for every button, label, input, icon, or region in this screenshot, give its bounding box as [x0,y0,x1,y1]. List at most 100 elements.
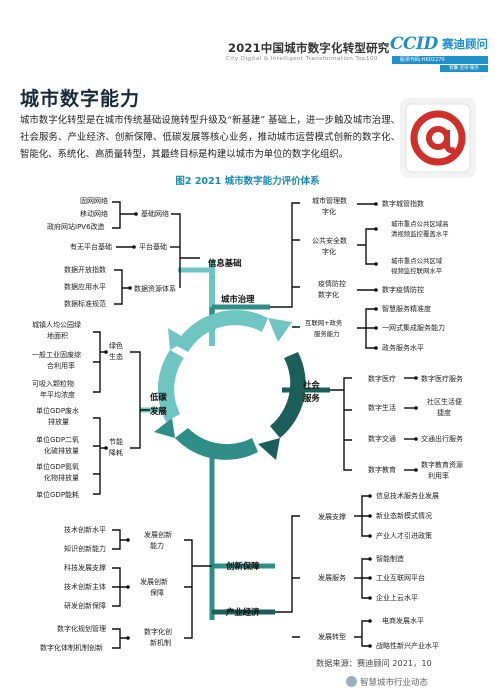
wheel-arc-top [175,310,268,352]
innovation-dot [126,636,130,640]
governance-item: 城市重点公共区域高 [391,219,449,228]
governance-branch: 城市管理数 字化 数字城管指数 公共安全数 字化 城市重点公共区域高 清视频监控… [270,196,449,352]
governance-group-name: 数字化 [318,290,339,299]
data-source: 数据来源：赛迪顾问 2021，10 [316,658,432,668]
governance-bracket-outer [270,202,300,328]
innovation-group-name: 发展创新 [144,530,172,539]
wheel-arrow-left [168,328,188,350]
social-group-name: 数字交通 [368,434,396,443]
social-item: 数字医疗服务 [421,374,463,383]
social-group-name: 数字医疗 [368,374,396,383]
innovation-item: 科技发展支撑 [64,563,106,572]
category-social-line1: 社会 [302,380,320,390]
report-title: 2021中国城市数字化转型研究 [228,41,390,55]
economy-item: 产业人才引进政策 [376,531,432,540]
governance-dot [374,262,378,266]
social-item: 数字教育资源 [421,460,463,469]
innovation-group-name: 能力 [150,541,164,550]
governance-dot [374,202,378,206]
lowcarbon-item: 城镇人均公园绿 [32,320,81,329]
innovation-bracket [112,567,128,607]
governance-item: 视频监控联网水平 [391,266,443,275]
lowcarbon-group-name: 生态 [109,352,123,361]
lowcarbon-item: 一般工业固废综 [32,350,81,359]
innovation-group-name: 数字化创 [144,627,172,636]
economy-group-name: 发展支撑 [318,512,346,521]
infra-dot [132,245,136,249]
social-dot [414,468,418,472]
infra-bracket [112,201,136,229]
lowcarbon-dot [104,350,108,354]
category-infra: 信息基础 [208,258,242,268]
lowcarbon-item: 化硫排放量 [44,446,79,455]
wheel-arc-left [157,350,184,422]
report-subtitle: City Digital & Intelligent Transformatio… [226,56,378,62]
category-lowcarbon-line1: 低碳 [149,392,167,402]
governance-bracket [357,228,376,265]
infra-item: 移动网络 [80,209,108,218]
governance-dot [374,326,378,330]
economy-dot [368,494,372,498]
economy-item: 战略性新兴产业水平 [376,641,439,650]
innovation-group-name: 保障 [150,588,164,597]
governance-item: 城市重点公共区域 [391,256,443,265]
economy-group-name: 发展服务 [318,573,346,582]
economy-dot [368,557,372,561]
governance-group-name: 城市管理数 [312,196,347,205]
social-group-name: 数字教育 [368,465,396,474]
infra-dot [134,212,138,216]
governance-group-name: 服务能力 [314,329,340,338]
infra-bracket-outer [171,213,200,259]
infra-item: 有无平台基础 [70,242,112,251]
lowcarbon-item: 可吸入颗粒物 [32,379,74,388]
social-item: 利用率 [428,471,449,480]
governance-item: 数字疫情防控 [382,285,424,294]
governance-bracket [357,308,376,349]
logo-slogan: 智囊·咨询·服务 [440,65,488,72]
economy-item: 新业态新模式情况 [376,511,432,520]
infra-item: 固网网络 [80,196,108,205]
governance-dot [374,307,378,311]
governance-group-name: 疫情防控 [318,279,346,288]
economy-group-name: 发展转型 [318,632,346,641]
governance-item: 数字城管指数 [382,199,424,208]
innovation-item: 研发创新保障 [64,601,106,610]
logo-stock-code: 股票代码:HK02270 [392,56,488,64]
lowcarbon-bracket [93,331,106,393]
economy-item: 电商发展水平 [382,616,424,625]
lowcarbon-item: 合利用率 [47,361,75,370]
governance-item: 政务服务水平 [382,343,424,352]
wheel-arrow-right [258,438,280,460]
logo-ccid-text: CCID [390,34,438,54]
innovation-bracket [112,628,128,649]
governance-item: 智慧服务精准度 [382,304,431,313]
economy-dot [368,534,372,538]
wheel-arrow-top [268,318,292,342]
infra-branch: 固网网络 移动网络 政府网站IPV6改造 基础网络 有无平台基础 平台基础 数据… [47,196,200,308]
governance-group-name: 字化 [322,247,336,256]
category-innovation: 创新保障 [225,561,260,571]
governance-dot [374,288,378,292]
infra-item: 数据开放指数 [64,265,106,274]
lowcarbon-item: 单位GDP氮氧 [36,462,79,471]
wheel-arc-bottom [175,428,258,460]
innovation-group-name: 发展创新 [140,577,168,586]
section-title: 城市数字能力 [20,88,141,110]
logo-name: 赛迪顾问 [442,37,488,51]
social-dot [414,437,418,441]
innovation-item: 技术创新主体 [64,582,106,591]
infra-bracket [114,269,130,305]
watermark: 智慧城市行业动态 [360,678,429,688]
economy-item: 工业互联网平台 [376,573,425,582]
governance-group-name: 公共安全数 [312,236,347,245]
infra-group-name: 平台基础 [139,242,167,251]
innovation-group-name: 新机制 [150,638,171,647]
lowcarbon-group-name: 降耗 [109,448,123,457]
economy-item: 信息技术服务业发展 [376,491,439,500]
economy-branch: 发展支撑 信息技术服务业发展 新业态新模式情况 产业人才引进政策 发展服务 智能… [275,491,439,650]
infra-group-name: 数据资源体系 [134,284,176,293]
lowcarbon-item: 单位GDP二氧 [36,435,79,444]
category-economy: 产业经济 [226,607,260,617]
innovation-dot [126,585,130,589]
lowcarbon-item: 年平均浓度 [40,390,75,399]
